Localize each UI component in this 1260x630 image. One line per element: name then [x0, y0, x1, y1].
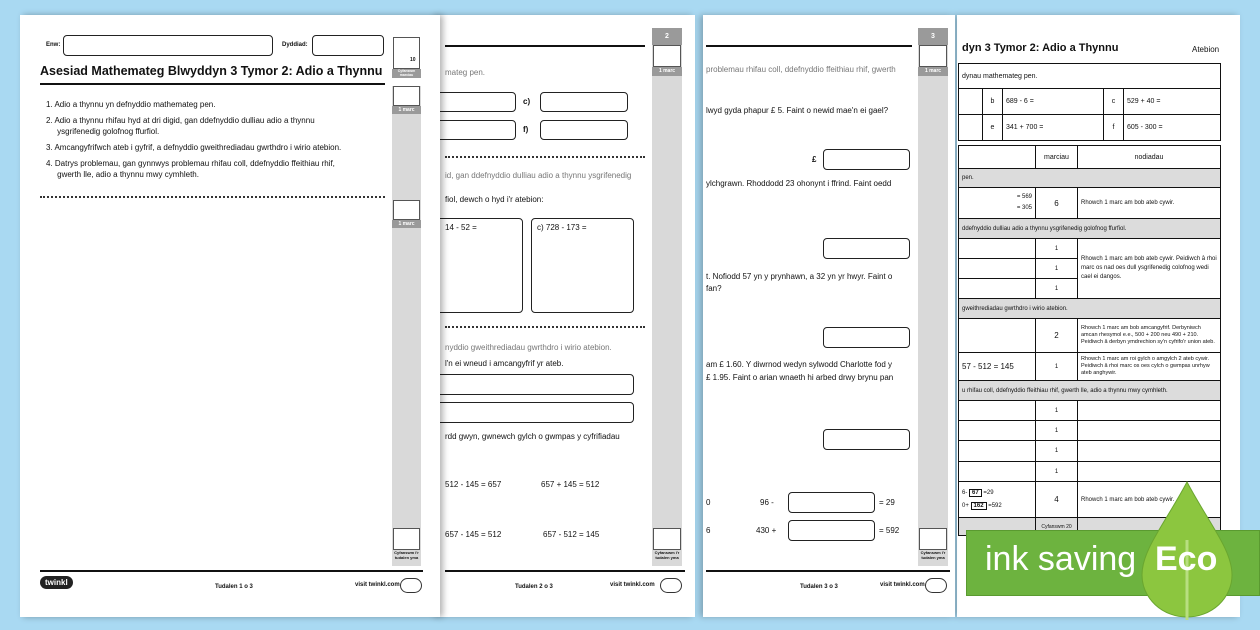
- calculation[interactable]: 657 + 145 = 512: [541, 480, 600, 489]
- marks-sidebar: [652, 28, 682, 566]
- marks-label: 1 marc: [392, 106, 421, 114]
- section-heading: nyddio gweithrediadau gwrthdro i wirio a…: [445, 343, 612, 352]
- equation-part: = 592: [879, 526, 900, 535]
- working-box[interactable]: [430, 218, 523, 313]
- question-text: am £ 1.60. Y diwrnod wedyn sylwodd Charl…: [706, 360, 893, 369]
- question-text: t. Nofiodd 57 yn y prynhawn, a 32 yn yr …: [706, 272, 893, 281]
- answer-box[interactable]: [823, 149, 910, 170]
- site-link[interactable]: visit twinkl.com: [355, 582, 400, 588]
- name-label: Enw:: [46, 42, 61, 48]
- date-field[interactable]: [312, 35, 384, 56]
- page-total-box[interactable]: [653, 528, 681, 550]
- site-link[interactable]: visit twinkl.com: [880, 582, 925, 588]
- marks-label: 1 marc: [392, 220, 421, 228]
- marks-label: 1 marc: [652, 67, 682, 76]
- eco-banner-text: ink saving: [985, 540, 1137, 578]
- badge-logo: [400, 578, 422, 593]
- page-total-label: Cyfanswm i'r tudalen yma: [394, 550, 419, 560]
- list-item: ysgrifenedig golofnog ffurfiol.: [46, 127, 160, 136]
- question-text: lwyd gyda phapur £ 5. Faint o newid mae'…: [706, 106, 889, 115]
- equation-part: 96 -: [760, 498, 774, 507]
- date-label: Dyddiad:: [282, 42, 308, 48]
- question-text: 14 - 52 =: [445, 223, 477, 232]
- total-marks-label: Cyfanswm marciau: [392, 69, 421, 78]
- marks-label: 1 marc: [918, 67, 948, 76]
- page-total-box[interactable]: [393, 528, 420, 550]
- eco-badge: Eco: [1155, 540, 1218, 578]
- total-marks-max: 10: [410, 57, 416, 63]
- question-text: l'n ei wneud i amcangyfrif yr ateb.: [445, 359, 564, 368]
- question-number: 3: [918, 28, 948, 45]
- question-label: 6: [706, 526, 711, 535]
- name-field[interactable]: [63, 35, 273, 56]
- equation-part: 430 +: [756, 526, 777, 535]
- question-text: fan?: [706, 284, 722, 293]
- list-item: 1. Adio a thynnu yn defnyddio mathemateg…: [46, 100, 216, 109]
- question-text: £ 1.95. Faint o arian wnaeth hi arbed dr…: [706, 373, 894, 382]
- page-total-box[interactable]: [919, 528, 947, 550]
- leaf-drop-icon: [1141, 480, 1233, 620]
- missing-number-box[interactable]: [788, 492, 875, 513]
- page-number: Tudalen 2 o 3: [515, 584, 553, 590]
- question-number: 2: [652, 28, 682, 45]
- page-total-label: Cyfanswm i'r tudalen yma: [920, 550, 946, 560]
- question-text: c) 728 - 173 =: [537, 223, 587, 232]
- page-3: [703, 15, 955, 617]
- working-box[interactable]: [531, 218, 634, 313]
- question-label: 0: [706, 498, 711, 507]
- answer-box[interactable]: [430, 374, 634, 395]
- section-heading: mateg pen.: [445, 68, 486, 77]
- pound-sign: £: [812, 155, 817, 164]
- list-item: 4. Datrys problemau, gan gynnwys problem…: [46, 159, 335, 168]
- site-link[interactable]: visit twinkl.com: [610, 582, 655, 588]
- answer-box[interactable]: [540, 120, 628, 140]
- badge-logo: [660, 578, 682, 593]
- answer-box[interactable]: [430, 92, 516, 112]
- answer-box[interactable]: [430, 120, 516, 140]
- question-label: f): [523, 125, 529, 134]
- answer-box[interactable]: [823, 429, 910, 450]
- marks-sidebar: [918, 28, 948, 566]
- question-text: rdd gwyn, gwnewch gylch o gwmpas y cyfri…: [445, 432, 620, 441]
- calculation[interactable]: 657 - 512 = 145: [543, 530, 600, 539]
- question-label: c): [523, 97, 531, 106]
- calculation[interactable]: 512 - 145 = 657: [445, 480, 502, 489]
- total-marks-box[interactable]: [393, 37, 420, 69]
- page-1: [20, 15, 440, 617]
- answer-box[interactable]: [823, 238, 910, 259]
- badge-logo: [925, 578, 947, 593]
- page-number: Tudalen 1 o 3: [215, 584, 253, 590]
- answer-box[interactable]: [823, 327, 910, 348]
- question-text: fiol, dewch o hyd i'r atebion:: [445, 195, 544, 204]
- page-title: Asesiad Mathemateg Blwyddyn 3 Tymor 2: A…: [40, 64, 383, 78]
- page-total-label: Cyfanswm i'r tudalen yma: [654, 550, 680, 560]
- question-text: ylchgrawn. Rhoddodd 23 ohonynt i ffrind.…: [706, 179, 892, 188]
- equation-part: = 29: [879, 498, 895, 507]
- page-number: Tudalen 3 o 3: [800, 584, 838, 590]
- answer-box[interactable]: [430, 402, 634, 423]
- section-heading: problemau rhifau coll, ddefnyddio ffeith…: [706, 65, 896, 74]
- list-item: 2. Adio a thynnu rhifau hyd at dri digid…: [46, 116, 315, 125]
- twinkl-logo: twinkl: [40, 576, 73, 589]
- answer-box[interactable]: [540, 92, 628, 112]
- marks-box[interactable]: [393, 86, 420, 106]
- table-row: dynau mathemateg pen.: [958, 63, 1221, 89]
- marks-box[interactable]: [653, 45, 681, 67]
- list-item: 3. Amcangyfrifwch ateb i gyfrif, a defny…: [46, 143, 342, 152]
- marks-sidebar: [392, 86, 421, 566]
- marks-box[interactable]: [393, 200, 420, 220]
- missing-number-box[interactable]: [788, 520, 875, 541]
- list-item: gwerth lle, adio a thynnu mwy cymhleth.: [46, 170, 199, 179]
- calculation[interactable]: 657 - 145 = 512: [445, 530, 502, 539]
- answers-title: dyn 3 Tymor 2: Adio a Thynnu: [962, 42, 1119, 54]
- section-heading: id, gan ddefnyddio dulliau adio a thynnu…: [445, 171, 632, 180]
- marks-box[interactable]: [919, 45, 947, 67]
- answers-label: Atebion: [1192, 45, 1220, 54]
